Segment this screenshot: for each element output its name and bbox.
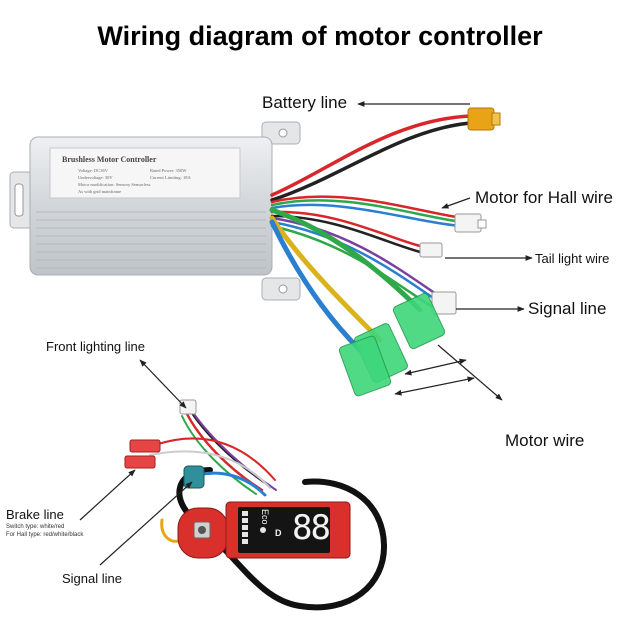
headlight-indicator [260,527,266,533]
brake-wire-white [149,450,271,489]
label-motor-wire: Motor wire [505,431,585,450]
label-brake-hall-note: For Hall type: red/white/black [6,532,84,538]
mount-hole-bottom [278,284,288,294]
tail-light-wire-red [270,210,430,250]
battery-wire-black [270,121,472,202]
motor-phase-green [269,207,423,313]
mount-slot-left [14,183,24,217]
phase-connector-1 [392,292,446,350]
motor-phase-connectors [338,292,446,397]
motor-phase-yellow [269,215,383,343]
mount-hole-top [278,128,288,138]
display-cable-loop [176,467,388,611]
hall-wire-green [270,199,464,224]
arrow-front-lighting [139,359,187,409]
label-tail-light-wire: Tail light wire [535,251,610,266]
controller-label-plate [49,147,241,199]
display-gear-text: D [275,528,282,538]
arrow-brake-line [79,469,136,521]
signal-wire-blue [270,220,447,308]
display-mode-text: Eco [260,509,270,525]
display-screen [238,507,330,553]
dashboard-pcb [177,501,351,559]
controller-plate-current: Current Limiting: 18A [150,175,191,180]
brake-connectors [124,439,161,469]
tail-light-connector [419,242,443,258]
arrow-phase-b [394,376,475,396]
display-harness [149,408,388,611]
controller-plate-note: As with grid mainframe [78,189,122,194]
controller-callout-arrows [357,101,533,401]
controller-plate-heading: Brushless Motor Controller [62,155,157,164]
battery-level-bars [242,511,248,544]
label-signal-line-left: Signal line [62,571,122,586]
heatsink-fins [36,211,266,269]
arrow-phase-a [404,358,467,376]
phase-connector-3 [338,335,392,397]
motor-controller-box [9,121,301,301]
signal-plug [183,465,205,489]
hall-connector [454,213,487,233]
controller-plate-power: Rated Power: 350W [150,168,187,173]
controller-plate-undervoltage: Undervoltage: 30V [78,175,113,180]
label-signal-line-right: Signal line [528,299,607,318]
brake-wire-red [154,437,276,481]
label-battery-line: Battery line [262,93,348,112]
arrow-signal-line-left [99,481,193,566]
battery-connector [467,107,501,131]
controller-plate-motor-mod: Motor modification: Sensory Sensorless [78,182,151,187]
hall-wire-red [270,195,464,220]
controller-plate-voltage: Voltage: DC36V [78,168,109,173]
front-light-connector [179,399,197,415]
arrow-motor-wire [437,344,503,401]
diagram-title: Wiring diagram of motor controller [97,21,543,51]
label-front-lighting-line: Front lighting line [46,339,145,354]
power-button-cap [198,526,206,534]
harness-green [181,415,257,495]
display-callout-arrows [79,359,193,566]
label-brake-line: Brake line [6,507,64,522]
display-speed-digits: 88 [292,508,331,548]
arrow-motor-hall [441,197,471,209]
hall-wire-blue [270,203,464,228]
label-motor-hall-wire: Motor for Hall wire [475,188,613,207]
battery-wire-red [270,114,472,197]
controller-wire-harness [269,114,472,353]
motor-phase-blue [269,219,363,353]
label-brake-switch-note: Switch type: white/red [6,524,65,530]
